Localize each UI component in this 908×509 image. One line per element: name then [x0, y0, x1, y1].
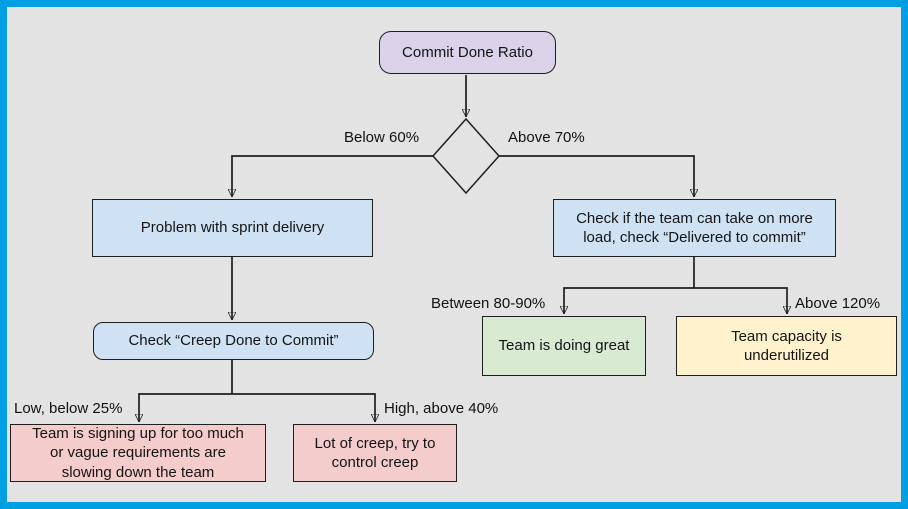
- node-team-capacity-underutilized: Team capacity is underutilized: [676, 316, 897, 376]
- edge-label-high-above-40: High, above 40%: [384, 400, 499, 417]
- edge-creep-to-lot-creep: [232, 393, 375, 422]
- node-check-creep-done-to-commit-label: Check “Creep Done to Commit”: [128, 332, 339, 350]
- node-team-doing-great: Team is doing great: [482, 316, 646, 376]
- node-commit-done-ratio: Commit Done Ratio: [379, 31, 556, 74]
- node-signing-up-too-much-label: Team is signing up for too much or vague…: [32, 425, 244, 481]
- decision-diamond: [431, 117, 501, 195]
- edge-label-below-60: Below 60%: [344, 129, 420, 146]
- node-check-team-load-label: Check if the team can take on more load,…: [576, 209, 813, 246]
- edge-load-to-underutilized: [694, 287, 787, 314]
- edge-label-between-80-90: Between 80-90%: [431, 295, 546, 312]
- node-team-doing-great-label: Team is doing great: [498, 337, 630, 355]
- edge-creep-to-too-much: [139, 393, 232, 422]
- node-problem-sprint-delivery-label: Problem with sprint delivery: [140, 219, 325, 237]
- node-commit-done-ratio-label: Commit Done Ratio: [402, 43, 533, 61]
- edge-label-above-70: Above 70%: [508, 129, 585, 146]
- node-check-team-load: Check if the team can take on more load,…: [553, 199, 836, 257]
- node-team-capacity-underutilized-label: Team capacity is underutilized: [731, 327, 842, 364]
- edge-label-above-120: Above 120%: [795, 295, 881, 312]
- node-check-creep-done-to-commit: Check “Creep Done to Commit”: [93, 322, 374, 360]
- edge-decision-to-problem: [232, 155, 433, 197]
- node-signing-up-too-much: Team is signing up for too much or vague…: [10, 424, 266, 482]
- node-lot-of-creep: Lot of creep, try to control creep: [293, 424, 457, 482]
- edge-load-to-doing-great: [564, 287, 694, 314]
- node-problem-sprint-delivery: Problem with sprint delivery: [92, 199, 373, 257]
- edge-label-low-below-25: Low, below 25%: [14, 400, 123, 417]
- node-lot-of-creep-label: Lot of creep, try to control creep: [314, 434, 436, 471]
- edge-decision-to-check-load: [499, 155, 694, 197]
